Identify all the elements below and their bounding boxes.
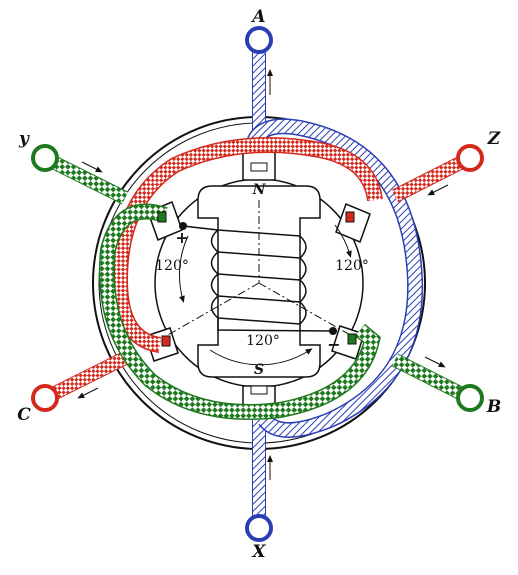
slot-upper-right bbox=[335, 203, 371, 243]
terminal-b-ring-icon bbox=[456, 384, 484, 412]
phase-c-winding bbox=[31, 137, 484, 412]
terminal-a-label: A bbox=[250, 7, 265, 27]
negative-sign-label: − bbox=[327, 335, 340, 354]
positive-sign-label: + bbox=[175, 228, 188, 247]
terminal-z-ring-icon bbox=[456, 144, 484, 172]
coil-side-markers bbox=[157, 162, 357, 395]
arrow-y-icon bbox=[81, 161, 103, 173]
north-pole-label: N bbox=[252, 182, 267, 198]
arrow-c-icon bbox=[77, 387, 99, 399]
current-arrows bbox=[77, 69, 449, 480]
phase-axes bbox=[165, 200, 353, 337]
terminal-b-label: B bbox=[486, 397, 501, 417]
terminal-c-label: C bbox=[17, 405, 31, 425]
negative-terminal-dot bbox=[329, 327, 337, 335]
terminal-a-ring-icon bbox=[245, 26, 273, 54]
phase-a-winding bbox=[244, 26, 424, 542]
arrow-b-icon bbox=[424, 356, 446, 368]
angle-left-label: 120° bbox=[155, 258, 189, 274]
terminal-x-label: X bbox=[251, 542, 266, 562]
angle-right-label: 120° bbox=[335, 258, 369, 274]
terminal-c-ring-icon bbox=[31, 384, 59, 412]
terminal-y-ring-icon bbox=[31, 144, 59, 172]
terminal-y-label: y bbox=[18, 129, 30, 149]
phase-b-winding bbox=[31, 144, 484, 420]
rotation-arcs bbox=[179, 224, 352, 366]
terminal-z-label: Z bbox=[487, 129, 501, 149]
angle-bottom-label: 120° bbox=[246, 333, 280, 349]
south-pole-label: S bbox=[254, 362, 264, 378]
arrow-z-icon bbox=[427, 184, 449, 196]
positive-terminal-dot bbox=[179, 222, 187, 230]
terminal-x-ring-icon bbox=[245, 514, 273, 542]
